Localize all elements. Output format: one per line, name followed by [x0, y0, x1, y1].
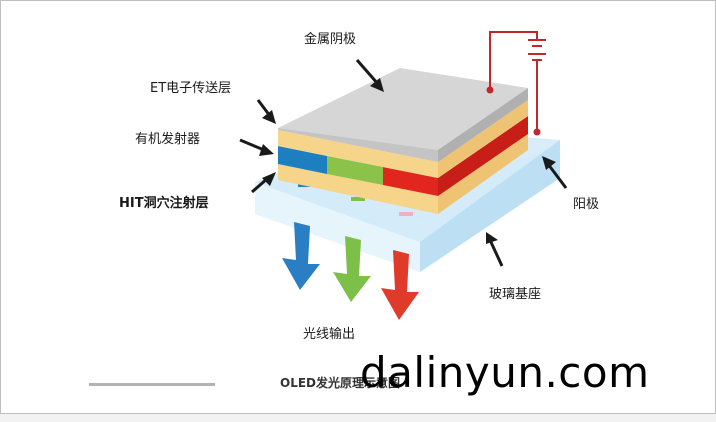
label-etl: ET电子传送层: [150, 81, 232, 96]
label-emitter: 有机发射器: [135, 132, 201, 147]
light-arrow-blue: [282, 222, 320, 290]
power-circuit: [489, 31, 546, 132]
diagram-caption: OLED发光原理示意图: [280, 376, 401, 390]
label-light-output: 光线输出: [303, 327, 356, 342]
circuit-node-anode: [533, 128, 541, 136]
label-htl: HIT洞穴注射层: [119, 196, 209, 211]
light-arrow-red: [381, 250, 419, 320]
pointer-anode: [546, 163, 568, 189]
pointer-substrate: [488, 239, 504, 267]
cathode-layer: [278, 68, 528, 162]
htl-layer: [278, 134, 528, 214]
pointer-arrows: [239, 59, 568, 267]
pixel-mark-red: [399, 212, 413, 216]
label-cathode: 金属阴极: [304, 32, 357, 47]
pointer-emitter: [239, 138, 265, 152]
caption-divider: [89, 383, 215, 386]
pointer-cathode: [355, 59, 380, 85]
pixel-mark-green: [351, 197, 365, 201]
circuit-node-cathode: [486, 86, 494, 94]
label-substrate: 玻璃基座: [489, 287, 542, 302]
watermark-text: dalinyun.com: [360, 348, 650, 397]
label-anode: 阳极: [573, 197, 600, 212]
bottom-strip: [0, 414, 716, 422]
light-arrow-green: [333, 236, 371, 302]
emitter-layer: [278, 116, 528, 196]
etl-layer: [278, 100, 528, 178]
